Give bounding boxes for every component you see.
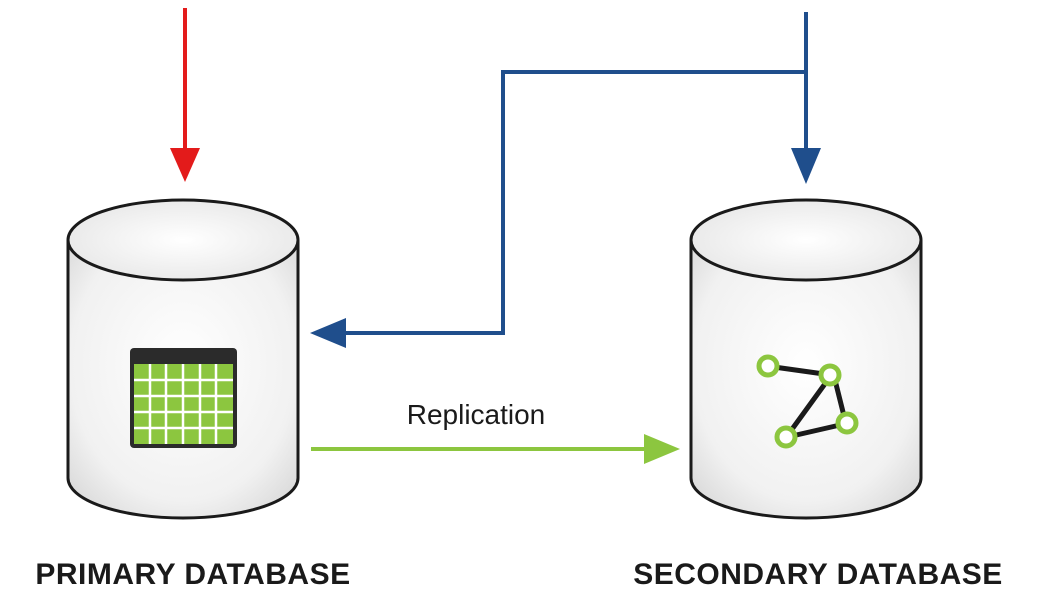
secondary-input-arrow	[791, 12, 821, 184]
replication-arrowhead	[644, 434, 680, 464]
primary-database-label: PRIMARY DATABASE	[35, 558, 350, 591]
replication-arrow: Replication	[311, 399, 680, 464]
primary-branch-arrowhead	[310, 318, 346, 348]
secondary-input-arrowhead	[791, 148, 821, 184]
secondary-database	[691, 200, 921, 518]
primary-input-arrow	[170, 8, 200, 182]
replication-label: Replication	[407, 399, 546, 430]
primary-database	[68, 200, 298, 518]
primary-input-arrowhead	[170, 148, 200, 182]
secondary-cylinder-body	[691, 240, 921, 518]
primary-cylinder-top	[68, 200, 298, 280]
table-grid-icon	[130, 348, 237, 448]
secondary-database-label: SECONDARY DATABASE	[633, 558, 1003, 591]
secondary-cylinder-top	[691, 200, 921, 280]
